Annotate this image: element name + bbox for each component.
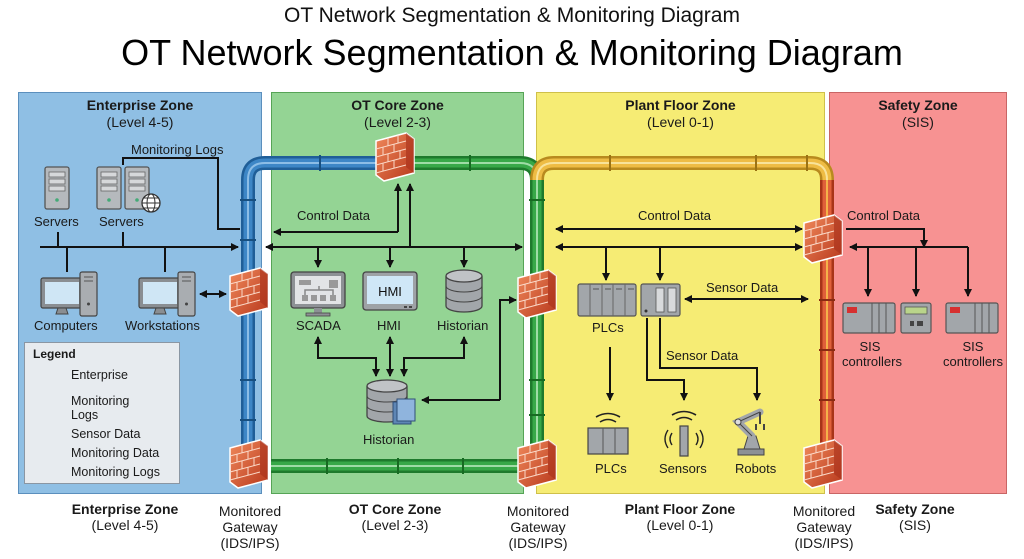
robot-arm-icon <box>731 408 765 456</box>
central-historian-label: Historian <box>363 432 415 447</box>
hmi-label: HMI <box>377 318 401 333</box>
legend-item-monitoring-logs-arrow: Monitoring Logs <box>71 465 160 479</box>
sis-controller-icon <box>842 302 896 334</box>
safety-zone-level: (SIS) <box>902 114 934 130</box>
ot-core-zone-title: OT Core Zone <box>351 97 444 113</box>
scada-label: SCADA <box>296 318 341 333</box>
ot-core-zone-level: (Level 2-3) <box>364 114 431 130</box>
historian-database-icon <box>445 269 483 313</box>
server-icon <box>96 166 150 210</box>
gateway-line3: (IDS/IPS) <box>794 535 854 551</box>
servers-label: Servers <box>99 214 144 229</box>
sis-controller-icon <box>945 302 999 334</box>
plc-controller-icon <box>640 283 681 317</box>
diagram-subtitle: OT Network Segmentation & Monitoring Dia… <box>284 4 740 27</box>
field-plcs-label: PLCs <box>595 461 627 476</box>
workstation-icon <box>138 271 196 317</box>
firewall-icon <box>229 267 269 317</box>
plant-floor-zone-level: (Level 0-1) <box>647 114 714 130</box>
safety-zone-footer-level: (SIS) <box>899 517 931 533</box>
gateway-line1: Monitored <box>218 503 282 519</box>
legend-title: Legend <box>33 347 76 361</box>
gateway-line2: Gateway <box>510 519 566 535</box>
legend-item-monitoring-logs: Monitoring Logs <box>71 394 130 422</box>
ot-core-zone-footer: OT Core Zone(Level 2-3) <box>320 501 470 533</box>
sensor-data-label: Sensor Data <box>706 280 779 295</box>
gateway-line1: Monitored <box>506 503 570 519</box>
workstations-label: Workstations <box>125 318 200 333</box>
diagram-title: OT Network Segmentation & Monitoring Dia… <box>121 32 903 73</box>
monitoring-logs-line <box>122 157 240 230</box>
plcs-label: PLCs <box>592 320 624 335</box>
pipe-yellow <box>530 156 834 181</box>
gateway-line2: Gateway <box>222 519 278 535</box>
legend: Legend Enterprise Monitoring Logs Sensor… <box>24 342 180 484</box>
sensor-data-down-label: Sensor Data <box>666 348 739 363</box>
sis-controllers-label: SIS controllers <box>842 339 902 369</box>
central-historian-icon <box>366 379 416 425</box>
safety-zone-footer: Safety Zone(SIS) <box>855 501 975 533</box>
sis-panel-icon <box>900 302 932 334</box>
robots-label: Robots <box>735 461 777 476</box>
legend-item-enterprise: Enterprise <box>71 368 128 382</box>
scada-monitor-icon <box>290 271 346 317</box>
servers-label: Servers <box>34 214 79 229</box>
legend-item-monitoring-data: Monitoring Data <box>71 446 160 460</box>
safety-zone-title: Safety Zone <box>878 97 958 113</box>
globe-icon <box>141 193 161 213</box>
plant-floor-zone-footer: Plant Floor Zone(Level 0-1) <box>605 501 755 533</box>
safety-zone-footer-title: Safety Zone <box>875 501 955 517</box>
ot-core-zone-footer-title: OT Core Zone <box>348 501 442 517</box>
sensor-icon <box>664 410 704 457</box>
plant-floor-zone-title: Plant Floor Zone <box>625 97 736 113</box>
computers-label: Computers <box>34 318 98 333</box>
pipe-blue <box>241 156 395 465</box>
hmi-panel-icon <box>362 271 418 311</box>
gateway-firewall-icon <box>803 439 843 489</box>
plc-rack-icon <box>577 283 637 317</box>
enterprise-zone-footer-title: Enterprise Zone <box>71 501 179 517</box>
gateway-line3: (IDS/IPS) <box>508 535 568 551</box>
safety-control-data-line <box>846 228 928 248</box>
gateway-line3: (IDS/IPS) <box>220 535 280 551</box>
sensors-label: Sensors <box>659 461 707 476</box>
monitoring-logs-label: Monitoring Logs <box>131 142 224 157</box>
firewall-icon <box>517 269 557 319</box>
firewall-icon <box>803 214 843 264</box>
gateway-firewall-icon <box>517 439 557 489</box>
sis-controllers-label: SIS controllers <box>943 339 1003 369</box>
legend-item-sensor-data: Sensor Data <box>71 427 141 441</box>
hmi-screen-label: HMI <box>378 284 402 299</box>
computer-icon <box>40 271 98 317</box>
historian-label: Historian <box>437 318 489 333</box>
plant-control-data-label: Control Data <box>638 208 711 223</box>
plant-floor-zone-footer-level: (Level 0-1) <box>646 517 714 533</box>
enterprise-zone-footer: Enterprise Zone(Level 4-5) <box>50 501 200 533</box>
ot-core-zone-footer-level: (Level 2-3) <box>361 517 429 533</box>
plant-floor-zone-footer-title: Plant Floor Zone <box>624 501 736 517</box>
enterprise-zone-footer-level: (Level 4-5) <box>91 517 159 533</box>
firewall-icon <box>375 132 415 182</box>
enterprise-zone-title: Enterprise Zone <box>86 97 194 113</box>
server-icon <box>44 166 70 210</box>
gateway-firewall-icon <box>229 439 269 489</box>
gateway-line1: Monitored <box>792 503 856 519</box>
ot-control-data-label: Control Data <box>297 208 370 223</box>
gateway-line2: Gateway <box>796 519 852 535</box>
field-plc-icon <box>587 412 629 455</box>
safety-control-data-label: Control Data <box>847 208 920 223</box>
enterprise-zone-level: (Level 4-5) <box>106 114 174 130</box>
